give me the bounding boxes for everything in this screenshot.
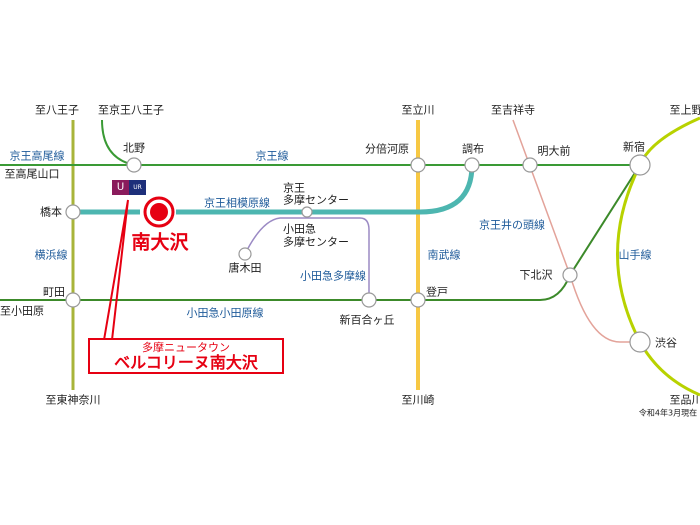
line-label-yamanote: 山手線 — [618, 248, 652, 262]
station-keio-tama-1: 京王 — [283, 181, 305, 195]
dest-higashikanagawa: 至東神奈川 — [45, 393, 101, 407]
callout-pointer — [103, 199, 129, 341]
station-machida: 町田 — [43, 285, 65, 299]
footnote-date: 令和4年3月現在 — [638, 408, 698, 418]
callout-area: 多摩ニュータウン — [142, 341, 230, 354]
station-noborito: 登戸 — [426, 285, 448, 299]
station-karakida: 唐木田 — [228, 261, 262, 275]
line-label-odakyu-odawara: 小田急小田原線 — [186, 306, 264, 320]
dest-keio-hachioji: 至京王八王子 — [98, 103, 164, 117]
line-label-yokohama: 横浜線 — [34, 248, 68, 262]
dest-kichijoji: 至吉祥寺 — [491, 103, 535, 117]
station-marker-kitano — [126, 157, 142, 173]
line-label-inokashira: 京王井の頭線 — [479, 218, 545, 232]
odakyu-tama-line — [244, 217, 370, 300]
station-marker-noborito — [410, 292, 426, 308]
line-label-keio: 京王線 — [255, 149, 289, 163]
station-odakyu-tama-1: 小田急 — [283, 222, 316, 236]
station-marker-chofu — [464, 157, 480, 173]
property-callout: 多摩ニュータウン ベルコリーヌ南大沢 — [88, 338, 284, 374]
station-marker-machida — [65, 292, 81, 308]
dest-takaosanguchi: 至高尾山口 — [4, 167, 60, 181]
station-meidaimae: 明大前 — [537, 144, 571, 158]
station-kitano: 北野 — [123, 141, 145, 155]
station-shinjuku: 新宿 — [623, 140, 645, 154]
station-keio-tama-2: 多摩センター — [283, 193, 349, 207]
dest-odawara: 至小田原 — [0, 304, 44, 318]
line-label-nambu: 南武線 — [427, 248, 461, 262]
station-bubaigawara: 分倍河原 — [365, 142, 409, 156]
station-marker-shinjuku — [629, 154, 651, 176]
station-shimokitazawa: 下北沢 — [519, 268, 553, 282]
station-marker-bubaigawara — [410, 157, 426, 173]
line-label-odakyu-tama: 小田急多摩線 — [300, 269, 366, 283]
station-shibuya: 渋谷 — [655, 336, 677, 350]
highlight-station-minami-osawa: 南大沢 — [131, 231, 189, 254]
station-hashimoto: 橋本 — [40, 205, 62, 219]
dest-tachikawa: 至立川 — [401, 103, 435, 117]
station-marker-shinyurigaoka — [361, 292, 377, 308]
sagamihara-line — [73, 164, 475, 215]
line-label-keio-takao: 京王高尾線 — [9, 149, 65, 163]
dest-ueno: 至上野 — [669, 103, 700, 117]
station-chofu: 調布 — [462, 142, 484, 156]
station-marker-karakida — [238, 247, 252, 261]
yamanote-line — [616, 116, 700, 397]
station-marker-hashimoto — [65, 204, 81, 220]
callout-property-name: ベルコリーヌ南大沢 — [114, 353, 258, 372]
station-odakyu-tama-2: 多摩センター — [283, 235, 349, 249]
line-label-sagamihara: 京王相模原線 — [204, 196, 270, 210]
station-marker-shimokitazawa — [562, 267, 578, 283]
station-marker-shibuya — [629, 331, 651, 353]
station-shinyurigaoka: 新百合ヶ丘 — [339, 313, 395, 327]
dest-shinagawa: 至品川 — [669, 393, 700, 407]
dest-hachioji: 至八王子 — [35, 103, 79, 117]
dest-kawasaki: 至川崎 — [401, 393, 435, 407]
station-marker-meidaimae — [522, 157, 538, 173]
station-marker-keio-tama-center — [301, 206, 313, 218]
